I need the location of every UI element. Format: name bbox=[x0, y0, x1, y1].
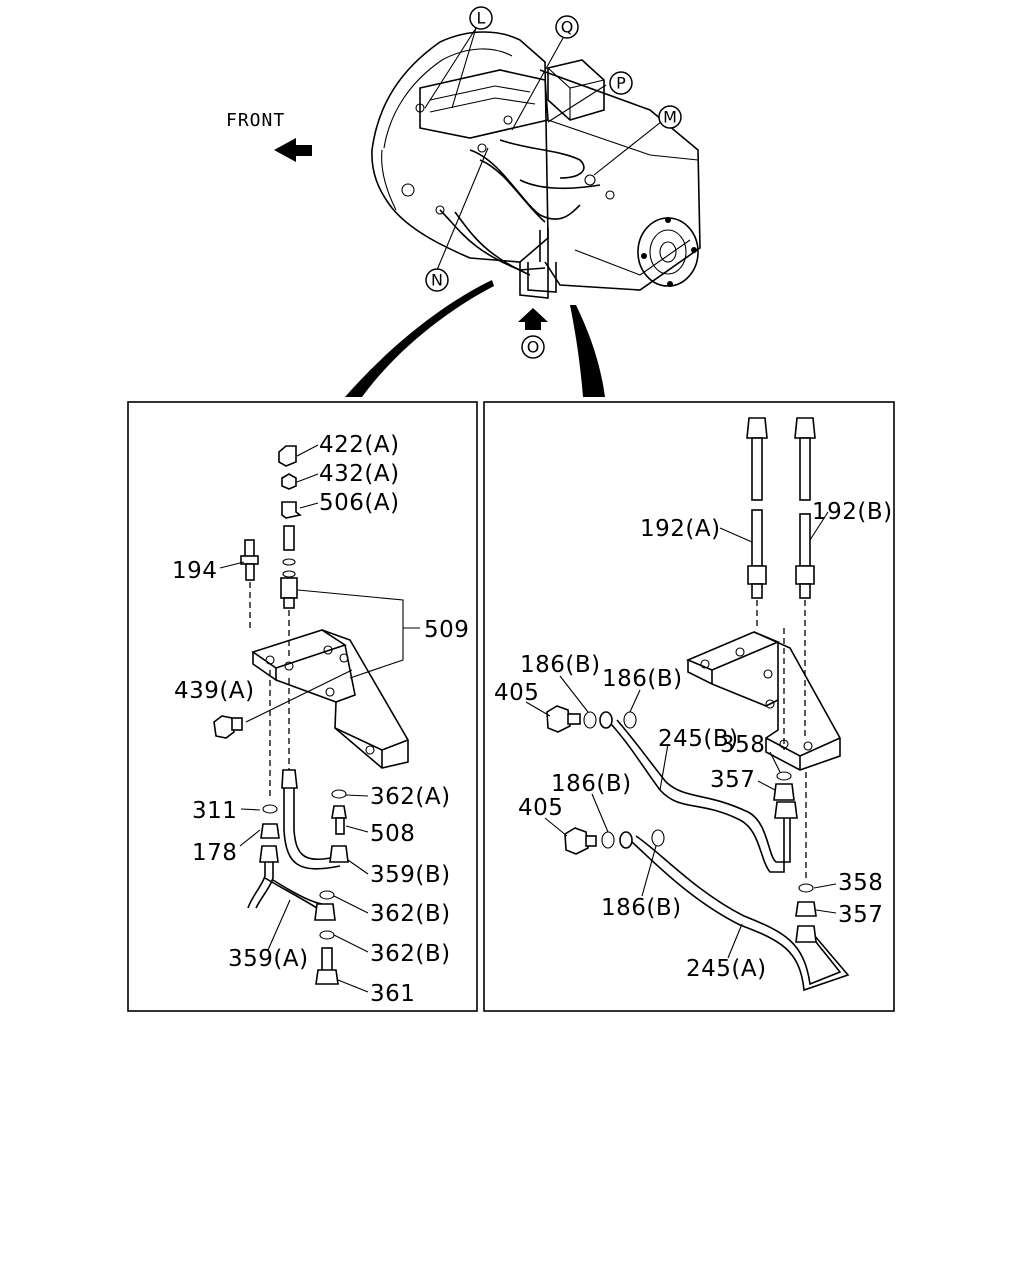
bell-housing bbox=[371, 31, 549, 263]
label-358-2: 358 bbox=[838, 870, 883, 896]
label-186B-4: 186(B) bbox=[601, 895, 682, 921]
part-422A bbox=[278, 445, 297, 467]
label-508: 508 bbox=[370, 821, 415, 847]
output-flange bbox=[637, 217, 699, 287]
callout-O: O bbox=[518, 308, 548, 359]
svg-text:M: M bbox=[663, 108, 677, 127]
label-186B-1: 186(B) bbox=[520, 652, 601, 678]
label-358-1: 358 bbox=[720, 732, 765, 758]
label-405-1: 405 bbox=[494, 680, 539, 706]
label-362B-2: 362(B) bbox=[370, 941, 451, 967]
label-194: 194 bbox=[172, 558, 217, 584]
label-359A: 359(A) bbox=[228, 946, 309, 972]
svg-text:N: N bbox=[431, 271, 443, 290]
callout-Q: Q bbox=[555, 15, 579, 39]
label-357-1: 357 bbox=[710, 767, 755, 793]
part-506A bbox=[281, 501, 302, 519]
label-245B: 245(B) bbox=[658, 726, 739, 752]
label-245A: 245(A) bbox=[686, 956, 767, 982]
label-509: 509 bbox=[424, 617, 469, 643]
callout-N: N bbox=[425, 268, 449, 292]
callout-P: P bbox=[609, 71, 633, 95]
detail-arrow-right bbox=[570, 305, 605, 397]
label-362B-1: 362(B) bbox=[370, 901, 451, 927]
label-432A: 432(A) bbox=[319, 461, 400, 487]
label-506A: 506(A) bbox=[319, 490, 400, 516]
view-arrow-icon bbox=[518, 308, 548, 330]
detail-arrow-left bbox=[345, 280, 494, 397]
left-panel-drawing bbox=[213, 444, 420, 993]
label-359B: 359(B) bbox=[370, 862, 451, 888]
label-178: 178 bbox=[192, 840, 237, 866]
left-detail-panel bbox=[127, 401, 478, 1012]
svg-text:O: O bbox=[527, 338, 540, 357]
front-label: FRONT bbox=[226, 110, 285, 131]
front-arrow-icon bbox=[274, 138, 312, 162]
right-detail-panel bbox=[483, 401, 895, 1012]
label-357-2: 357 bbox=[838, 902, 883, 928]
svg-text:P: P bbox=[616, 74, 626, 93]
label-192B: 192(B) bbox=[812, 499, 893, 525]
label-362A: 362(A) bbox=[370, 784, 451, 810]
svg-text:Q: Q bbox=[561, 18, 574, 37]
label-186B-3: 186(B) bbox=[551, 771, 632, 797]
label-422A: 422(A) bbox=[319, 432, 400, 458]
label-361: 361 bbox=[370, 981, 415, 1007]
label-439A: 439(A) bbox=[174, 678, 255, 704]
label-192A: 192(A) bbox=[640, 516, 721, 542]
label-311: 311 bbox=[192, 798, 237, 824]
label-405-2: 405 bbox=[518, 795, 563, 821]
callout-M: M bbox=[658, 105, 682, 129]
transmission-case bbox=[539, 69, 701, 291]
part-432A bbox=[281, 473, 297, 490]
label-186B-2: 186(B) bbox=[602, 666, 683, 692]
right-panel-drawing bbox=[525, 417, 850, 992]
svg-text:L: L bbox=[477, 9, 486, 28]
callout-L: L bbox=[469, 6, 493, 30]
transmission-overview: FRONT bbox=[226, 6, 701, 397]
